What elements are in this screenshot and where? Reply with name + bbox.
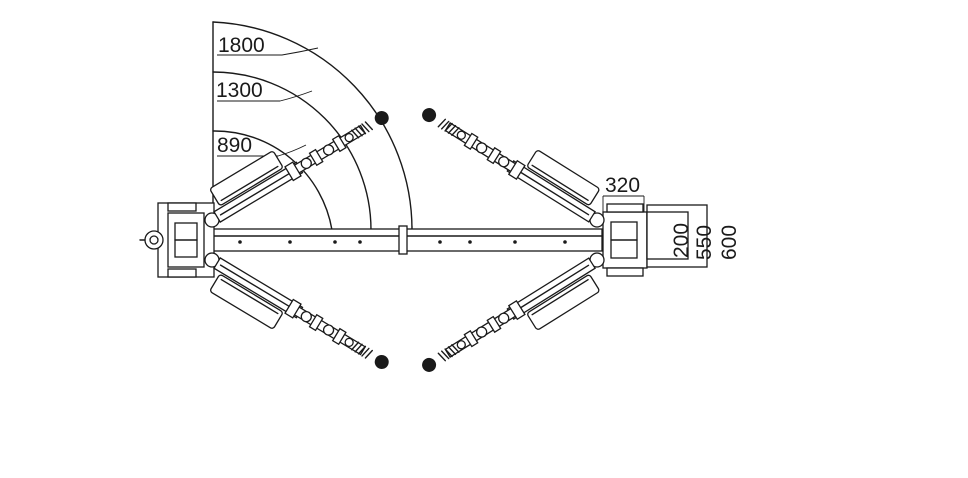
beam-left-half (204, 228, 402, 252)
arc-radius-1300 (212, 71, 372, 231)
arc-radius-890 (212, 130, 333, 231)
arc-radius-1800 (212, 21, 413, 231)
dim-label-600: 600 (718, 225, 741, 260)
beam-right-half (404, 228, 603, 252)
right-post (589, 203, 708, 277)
beam-joint (398, 225, 408, 255)
beam-bolts (238, 240, 567, 244)
lift-arm-rear-right (418, 255, 608, 393)
lift-arm-front-right (418, 87, 608, 225)
crossbar-beam (204, 225, 603, 255)
dimension-markings (602, 195, 645, 212)
radius-label-890: 890 (217, 134, 252, 157)
dim-label-200: 200 (670, 223, 693, 258)
dim-label-550: 550 (693, 225, 716, 260)
leader-1300 (217, 90, 313, 102)
radius-label-1300: 1300 (216, 79, 263, 102)
dim-label-320: 320 (605, 174, 640, 197)
left-post (139, 202, 220, 278)
leader-890 (217, 144, 307, 157)
lift-arm-rear-left (202, 255, 393, 391)
radius-label-1800: 1800 (218, 34, 265, 57)
leader-1800 (217, 47, 319, 56)
post-base-plate-inner (646, 211, 689, 260)
lift-arm-front-left (202, 89, 393, 225)
